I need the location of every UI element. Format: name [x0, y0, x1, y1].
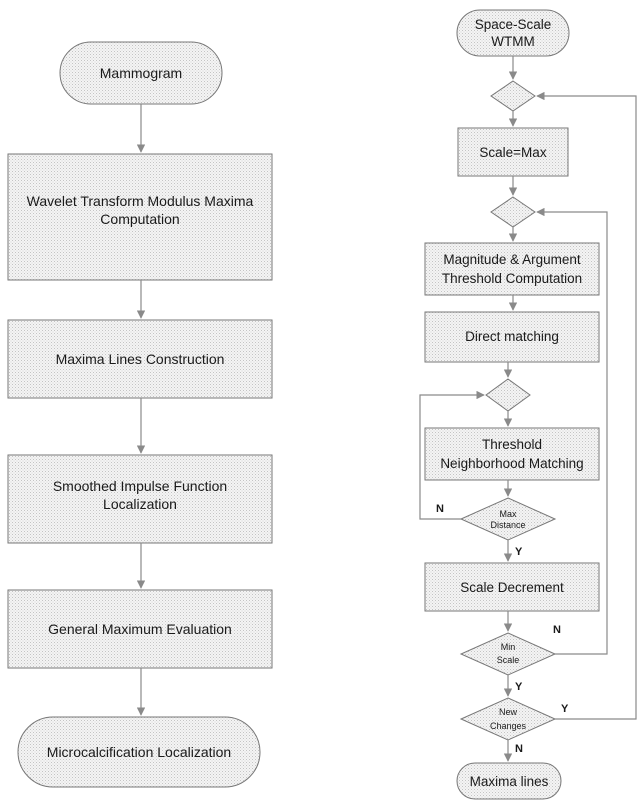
threshold-label-line2: Neighborhood Matching: [440, 456, 583, 471]
space-scale-wtmm-terminal: Space-Scale WTMM: [456, 9, 570, 57]
mammogram-label: Mammogram: [100, 65, 182, 81]
new-changes-decision: New Changes: [459, 697, 557, 741]
scale-decrement-label: Scale Decrement: [460, 580, 564, 595]
general-maximum-label: General Maximum Evaluation: [48, 621, 232, 637]
edge-new-changes-yes-loop: [536, 91, 637, 720]
maxima-lines-terminal: Maxima lines: [456, 762, 562, 800]
max-distance-label-line1: Max: [499, 509, 517, 519]
wtmm-label-line1: Wavelet Transform Modulus Maxima: [27, 193, 254, 209]
threshold-label-line1: Threshold: [482, 437, 542, 452]
magnitude-label-line2: Threshold Computation: [442, 271, 582, 286]
min-scale-label-line1: Min: [501, 642, 516, 652]
max-distance-decision: Max Distance: [459, 497, 557, 541]
edge-max-distance-no-loop: [419, 390, 485, 520]
min-scale-yes-label: Y: [515, 681, 523, 693]
left-flow: Mammogram Wavelet Transform Modulus Maxi…: [7, 41, 273, 788]
threshold-neighborhood-process: Threshold Neighborhood Matching: [424, 427, 600, 481]
min-scale-decision: Min Scale: [459, 632, 557, 676]
merge-diamond-outer-loop: [490, 80, 536, 112]
new-changes-label-line1: New: [499, 707, 518, 717]
maxima-lines-construction-process: Maxima Lines Construction: [7, 319, 273, 399]
smoothed-label-line1: Smoothed Impulse Function: [53, 478, 227, 494]
mammogram-terminal: Mammogram: [59, 41, 223, 105]
max-distance-no-label: N: [436, 503, 444, 515]
right-flow: Space-Scale WTMM Scale=Max Magnitude & A…: [419, 9, 637, 800]
start-label-line1: Space-Scale: [475, 17, 552, 32]
maxima-lines-end-label: Maxima lines: [470, 774, 549, 789]
scale-max-label: Scale=Max: [479, 145, 546, 160]
scale-decrement-process: Scale Decrement: [424, 562, 600, 612]
start-label-line2: WTMM: [491, 34, 534, 49]
microcalcification-label: Microcalcification Localization: [47, 744, 231, 760]
max-distance-label-line2: Distance: [490, 520, 525, 530]
magnitude-label-line1: Magnitude & Argument: [443, 252, 581, 267]
new-changes-label-line2: Changes: [490, 721, 527, 731]
new-changes-no-label: N: [515, 743, 523, 755]
merge-diamond-neighborhood-loop: [485, 378, 531, 412]
direct-matching-label: Direct matching: [465, 329, 559, 344]
max-distance-yes-label: Y: [515, 546, 523, 558]
smoothed-label-line2: Localization: [103, 496, 177, 512]
new-changes-yes-label: Y: [561, 703, 569, 715]
edge-min-scale-no-loop: [536, 207, 608, 655]
magnitude-threshold-process: Magnitude & Argument Threshold Computati…: [424, 242, 600, 296]
general-maximum-process: General Maximum Evaluation: [7, 589, 273, 669]
wtmm-label-line2: Computation: [100, 211, 179, 227]
min-scale-label-line2: Scale: [497, 655, 520, 665]
min-scale-no-label: N: [553, 624, 561, 636]
microcalcification-terminal: Microcalcification Localization: [17, 716, 261, 788]
smoothed-impulse-process: Smoothed Impulse Function Localization: [7, 454, 273, 544]
direct-matching-process: Direct matching: [424, 311, 600, 363]
scale-max-process: Scale=Max: [457, 127, 569, 177]
merge-diamond-scale-loop: [490, 196, 536, 228]
maxima-lines-construction-label: Maxima Lines Construction: [56, 351, 225, 367]
wtmm-computation-process: Wavelet Transform Modulus Maxima Computa…: [7, 153, 273, 281]
